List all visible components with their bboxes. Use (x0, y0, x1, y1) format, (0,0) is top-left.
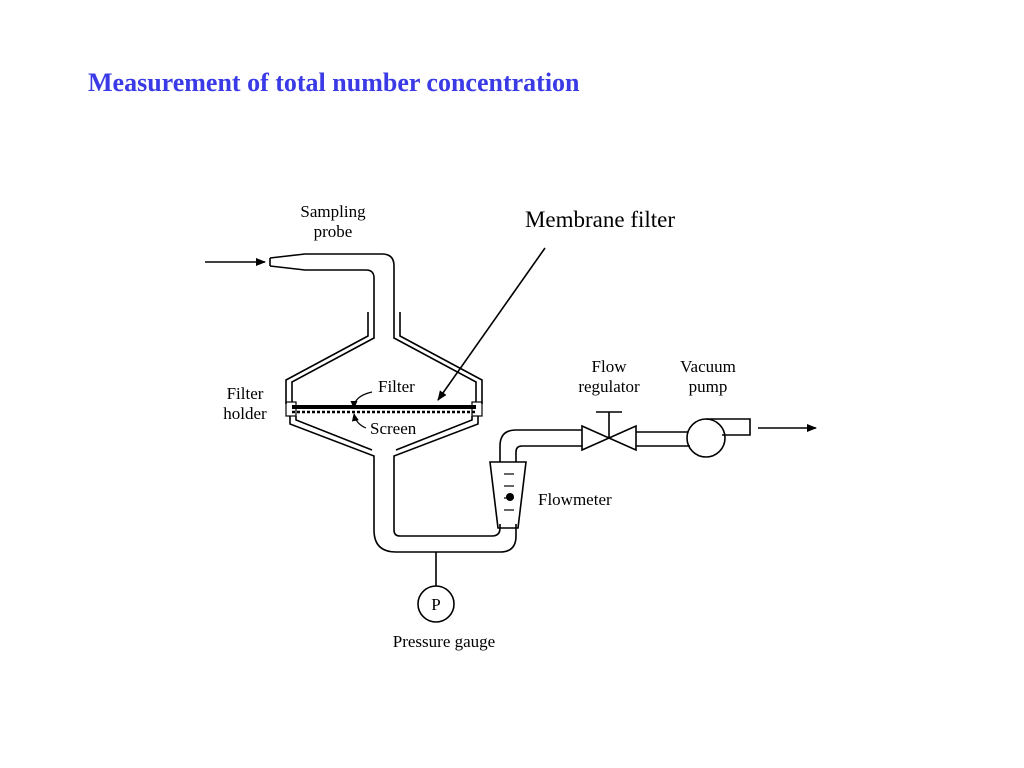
filter-membrane (292, 405, 476, 409)
flowmeter (489, 429, 582, 529)
vacuum-pump (686, 418, 751, 458)
label-sampling-probe-2: probe (314, 222, 353, 241)
label-flow-regulator-2: regulator (578, 377, 640, 396)
label-screen: Screen (370, 419, 417, 438)
label-vacuum-pump-2: pump (689, 377, 728, 396)
label-pressure-gauge-symbol: P (431, 595, 440, 614)
flow-regulator-valve (581, 411, 690, 452)
sampling-probe (269, 253, 395, 312)
label-flowmeter: Flowmeter (538, 490, 612, 509)
pressure-gauge (417, 552, 455, 623)
label-flow-regulator-1: Flow (592, 357, 628, 376)
label-filter-holder-1: Filter (227, 384, 264, 403)
membrane-filter-arrow (437, 247, 546, 401)
label-pressure-gauge: Pressure gauge (393, 632, 495, 651)
filter-holder (285, 312, 483, 530)
label-membrane-filter: Membrane filter (525, 207, 675, 232)
page-title: Measurement of total number concentratio… (88, 68, 580, 97)
label-filter-holder-2: holder (223, 404, 267, 423)
label-sampling-probe-1: Sampling (300, 202, 366, 221)
label-filter: Filter (378, 377, 415, 396)
label-vacuum-pump-1: Vacuum (680, 357, 736, 376)
outlet-pipe (373, 524, 517, 553)
